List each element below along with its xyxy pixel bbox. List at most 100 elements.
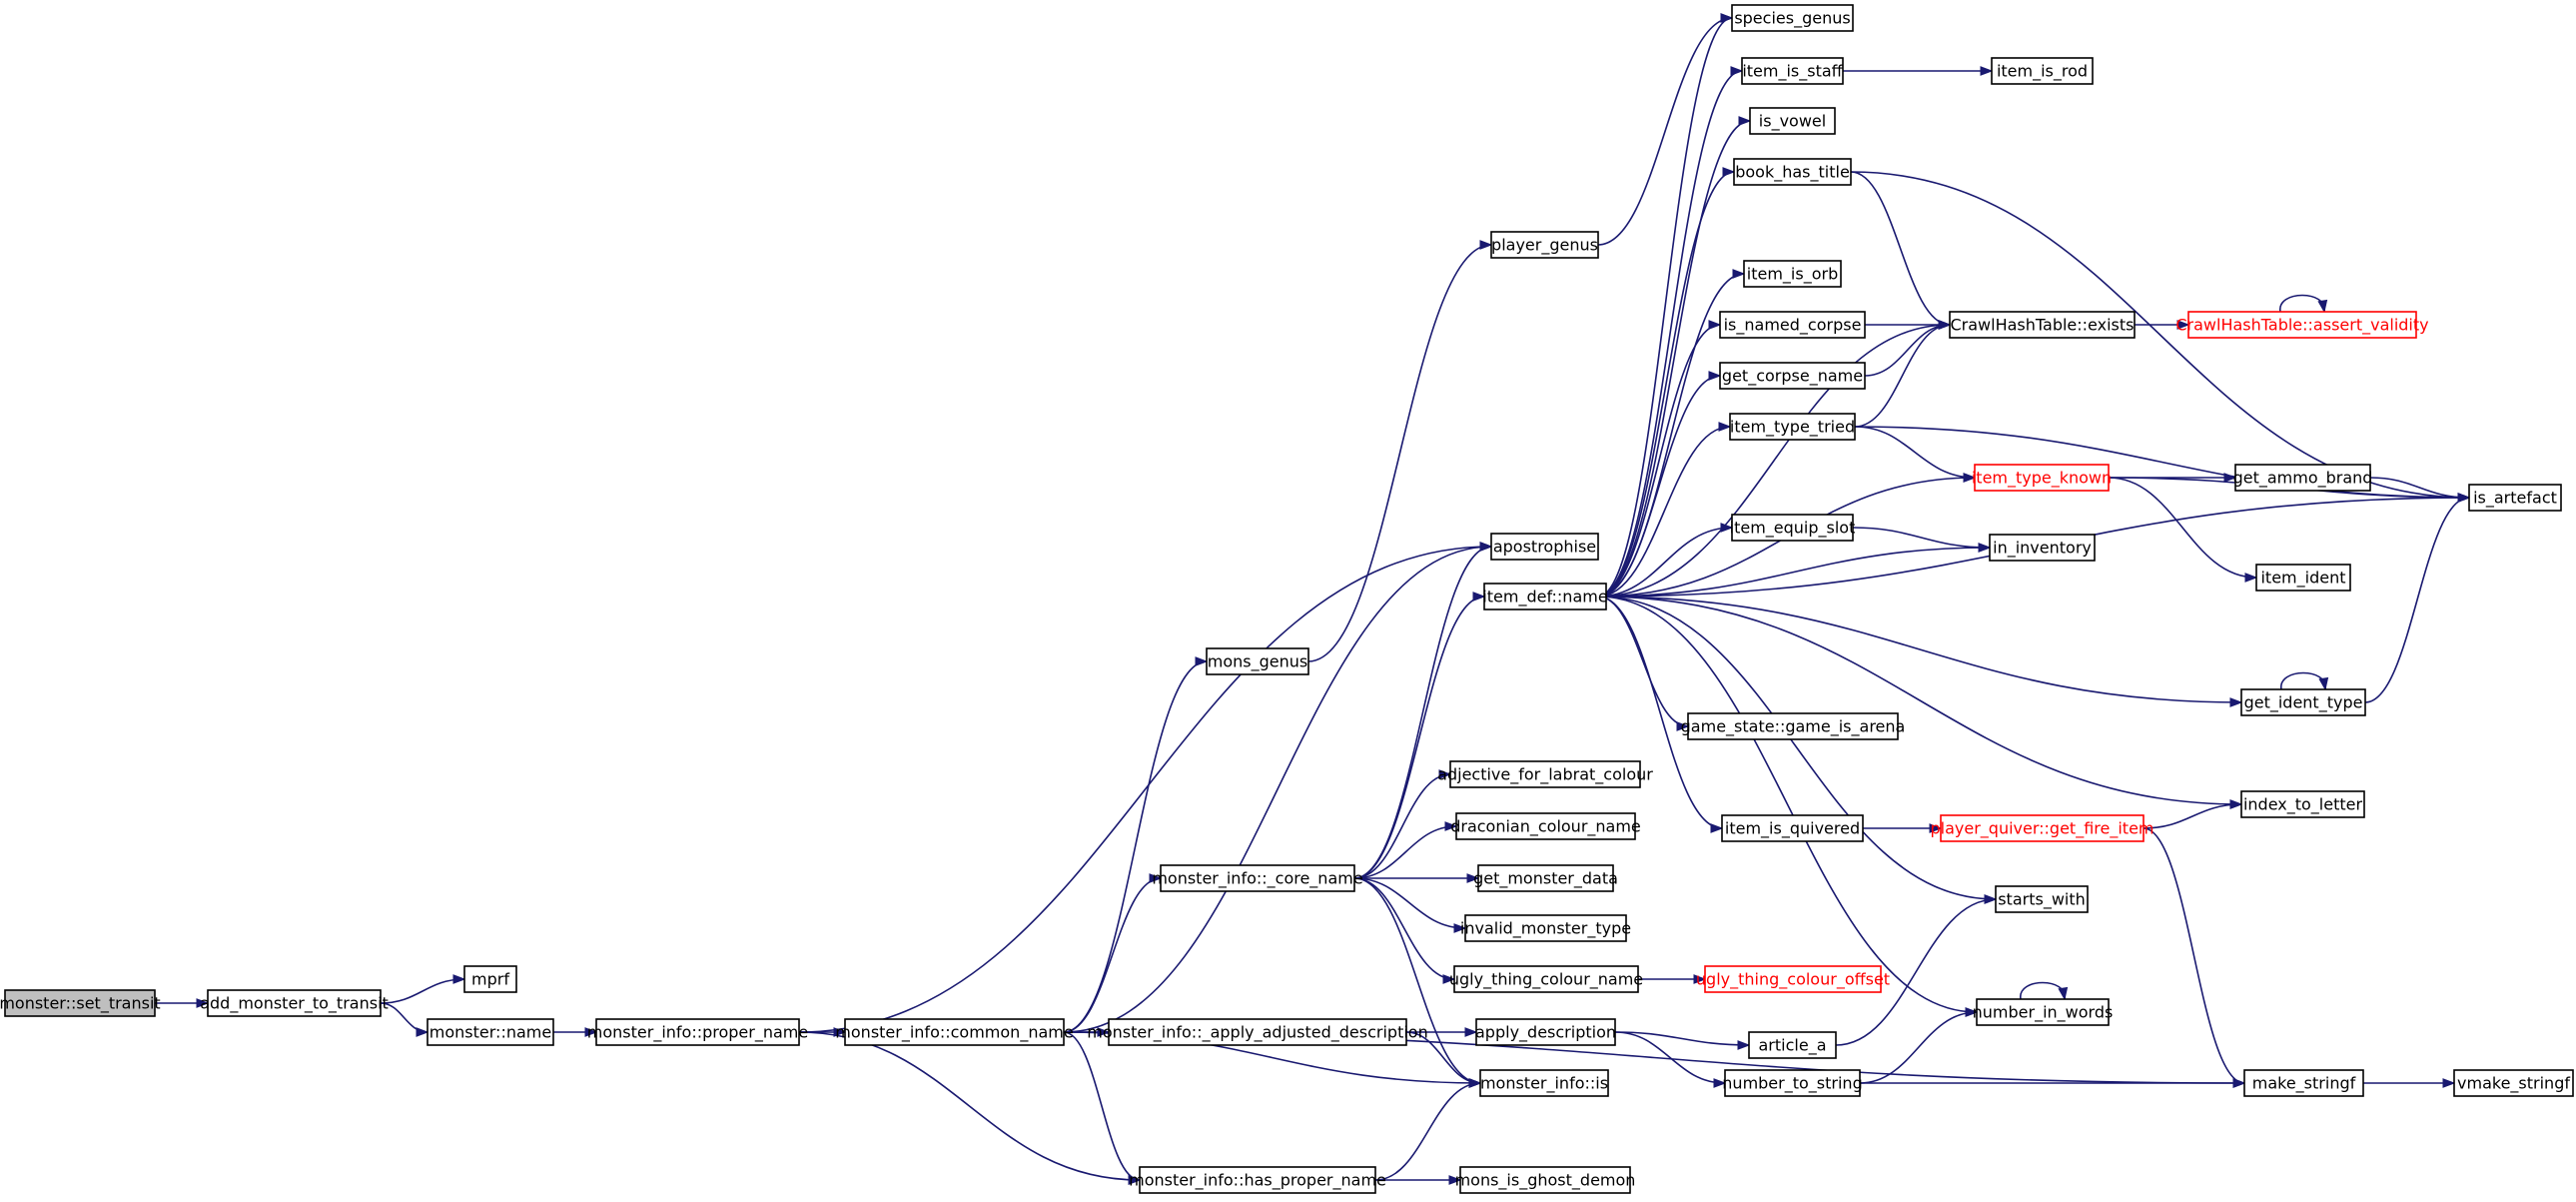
node-get-monster-data[interactable]: get_monster_data xyxy=(1473,864,1618,892)
edge-item_is_quivered-to-player_quiver-arrowhead xyxy=(1929,823,1943,833)
edge-get_ident_type-to-get_ident_type xyxy=(2280,671,2329,691)
node-player-genus[interactable]: player_genus xyxy=(1490,231,1599,259)
edge-item_type_tried-to-chht_exists-line xyxy=(1854,324,1951,428)
edge-core_name-to-ugly_thing_colour_name xyxy=(1353,877,1456,984)
node-get-ident-type[interactable]: get_ident_type xyxy=(2240,688,2366,716)
node-item-def-name[interactable]: item_def::name xyxy=(1482,583,1608,610)
edge-monster_name-to-proper_name xyxy=(552,1027,598,1037)
node-item-is-orb[interactable]: item_is_orb xyxy=(1743,260,1842,288)
node-box xyxy=(2243,1069,2364,1097)
edge-item_def_name-to-species_genus-line xyxy=(1597,17,1733,598)
node-box xyxy=(1733,158,1852,186)
node-is-artefact[interactable]: is_artefact xyxy=(2468,484,2562,512)
edge-item_type_tried-to-is_artefact-line xyxy=(1854,426,2470,499)
node-label: item_type_tried xyxy=(1730,418,1855,438)
node-common-name[interactable]: monster_info::common_name xyxy=(835,1018,1074,1046)
node-proper-name[interactable]: monster_info::proper_name xyxy=(587,1018,808,1046)
node-box xyxy=(1729,413,1856,441)
node-get-corpse-name[interactable]: get_corpse_name xyxy=(1719,362,1866,390)
node-monster-name[interactable]: monster::name xyxy=(427,1018,554,1046)
edge-item_type_known-to-item_ident-line xyxy=(2108,477,2257,579)
node-item-type-tried[interactable]: item_type_tried xyxy=(1729,413,1856,441)
node-ugly-thing-colour-offset[interactable]: ugly_thing_colour_offset xyxy=(1696,965,1890,993)
node-label: is_named_corpse xyxy=(1724,316,1862,336)
node-apostrophise[interactable]: apostrophise xyxy=(1490,533,1599,561)
node-item-is-staff[interactable]: item_is_staff xyxy=(1741,57,1844,85)
node-in-inventory[interactable]: in_inventory xyxy=(1989,534,2096,562)
node-species-genus[interactable]: species_genus xyxy=(1731,4,1854,32)
edge-common_name-to-core_name-line xyxy=(1063,877,1162,1033)
node-item-type-known[interactable]: item_type_known xyxy=(1972,464,2112,492)
node-vmake-stringf[interactable]: vmake_stringf xyxy=(2453,1069,2574,1097)
node-box xyxy=(1475,1018,1616,1046)
node-item-equip-slot[interactable]: item_equip_slot xyxy=(1730,514,1856,542)
node-chht-assert[interactable]: CrawlHashTable::assert_validity xyxy=(2175,311,2429,339)
edge-ugly_thing_colour_name-to-ugly_thing_colour_offset-arrowhead xyxy=(1693,974,1707,984)
node-box xyxy=(1453,965,1639,993)
node-label: get_ident_type xyxy=(2244,693,2363,713)
node-box xyxy=(1940,814,2145,842)
node-box xyxy=(1743,260,1842,288)
node-mons-genus[interactable]: mons_genus xyxy=(1206,647,1309,675)
node-draconian-colour[interactable]: draconian_colour_name xyxy=(1450,812,1641,840)
edge-make_stringf-to-vmake_stringf xyxy=(2362,1078,2456,1088)
edge-has_proper_name-to-mons_is_ghost_demon-arrowhead xyxy=(1448,1175,1462,1185)
edge-core_name-to-invalid_monster_type-line xyxy=(1353,877,1466,929)
node-chht-exists[interactable]: CrawlHashTable::exists xyxy=(1949,311,2136,339)
node-core-name[interactable]: monster_info::_core_name xyxy=(1152,864,1363,892)
node-box xyxy=(2187,311,2417,339)
node-make-stringf[interactable]: make_stringf xyxy=(2243,1069,2364,1097)
node-apply-adj[interactable]: monster_info::_apply_adjusted_descriptio… xyxy=(1087,1018,1428,1046)
node-mprf[interactable]: mprf xyxy=(463,965,517,993)
node-player-quiver[interactable]: player_quiver::get_fire_item xyxy=(1931,814,2154,842)
edge-has_proper_name-to-mons_is_ghost_demon xyxy=(1375,1175,1462,1185)
node-is-vowel[interactable]: is_vowel xyxy=(1749,107,1836,135)
node-box xyxy=(1455,812,1636,840)
edge-common_name-to-mons_genus xyxy=(1063,656,1209,1033)
node-apply-description[interactable]: apply_description xyxy=(1475,1018,1616,1046)
edge-item_def_name-to-starts_with-arrowhead xyxy=(1984,894,1998,904)
node-label: CrawlHashTable::exists xyxy=(1951,316,2135,335)
edge-ugly_thing_colour_name-to-ugly_thing_colour_offset xyxy=(1638,974,1707,984)
edge-item_def_name-to-number_in_words xyxy=(1597,596,1979,1017)
edge-item_equip_slot-to-in_inventory xyxy=(1852,527,1992,553)
node-item-is-quivered[interactable]: item_is_quivered xyxy=(1721,814,1864,842)
node-number-to-string[interactable]: number_to_string xyxy=(1722,1069,1863,1097)
edge-common_name-to-apostrophise-line xyxy=(1063,546,1492,1033)
node-label: starts_with xyxy=(1998,890,2086,910)
node-book-has-title[interactable]: book_has_title xyxy=(1733,158,1852,186)
node-label: monster_info::_apply_adjusted_descriptio… xyxy=(1087,1023,1427,1043)
node-invalid-monster-type[interactable]: invalid_monster_type xyxy=(1460,914,1631,942)
node-game-is-arena[interactable]: game_state::game_is_arena xyxy=(1681,712,1906,740)
edge-item_def_name-to-game_is_arena-line xyxy=(1597,596,1689,727)
edge-core_name-to-item_def_name-line xyxy=(1353,596,1485,879)
node-has-proper-name[interactable]: monster_info::has_proper_name xyxy=(1129,1166,1386,1194)
edge-apply_description-to-number_to_string xyxy=(1614,1031,1727,1088)
node-adjective-labrat[interactable]: adjective_for_labrat_colour xyxy=(1437,760,1653,788)
node-is-named-corpse[interactable]: is_named_corpse xyxy=(1719,311,1866,339)
node-box xyxy=(1490,231,1599,259)
node-box xyxy=(1459,1166,1631,1194)
node-starts-with[interactable]: starts_with xyxy=(1995,885,2089,913)
node-set-transit[interactable]: monster::set_transit xyxy=(0,989,161,1017)
node-number-in-words[interactable]: number_in_words xyxy=(1973,998,2114,1026)
node-label: monster_info::has_proper_name xyxy=(1129,1171,1386,1191)
node-mons-is-ghost-demon[interactable]: mons_is_ghost_demon xyxy=(1455,1166,1636,1194)
node-index-to-letter[interactable]: index_to_letter xyxy=(2240,790,2365,818)
edge-item_def_name-to-number_in_words-line xyxy=(1597,596,1978,1013)
edge-get_ident_type-to-is_artefact xyxy=(2364,493,2471,703)
node-item-is-rod[interactable]: item_is_rod xyxy=(1991,57,2094,85)
node-label: player_genus xyxy=(1491,236,1598,256)
node-mi-is[interactable]: monster_info::is xyxy=(1479,1069,1609,1097)
node-box xyxy=(1976,998,2110,1026)
node-label: apostrophise xyxy=(1493,538,1596,557)
node-get-ammo-brand[interactable]: get_ammo_brand xyxy=(2233,464,2373,492)
node-add-monster-to-transit[interactable]: add_monster_to_transit xyxy=(200,989,389,1017)
edge-item_type_tried-to-is_artefact xyxy=(1854,426,2471,503)
node-ugly-thing-colour-name[interactable]: ugly_thing_colour_name xyxy=(1449,965,1643,993)
node-article-a[interactable]: article_a xyxy=(1748,1031,1837,1059)
node-label: make_stringf xyxy=(2252,1074,2356,1094)
edge-item_def_name-to-item_equip_slot-line xyxy=(1597,527,1733,598)
node-item-ident[interactable]: item_ident xyxy=(2255,564,2351,592)
edge-number_to_string-to-number_in_words xyxy=(1859,1007,1979,1084)
